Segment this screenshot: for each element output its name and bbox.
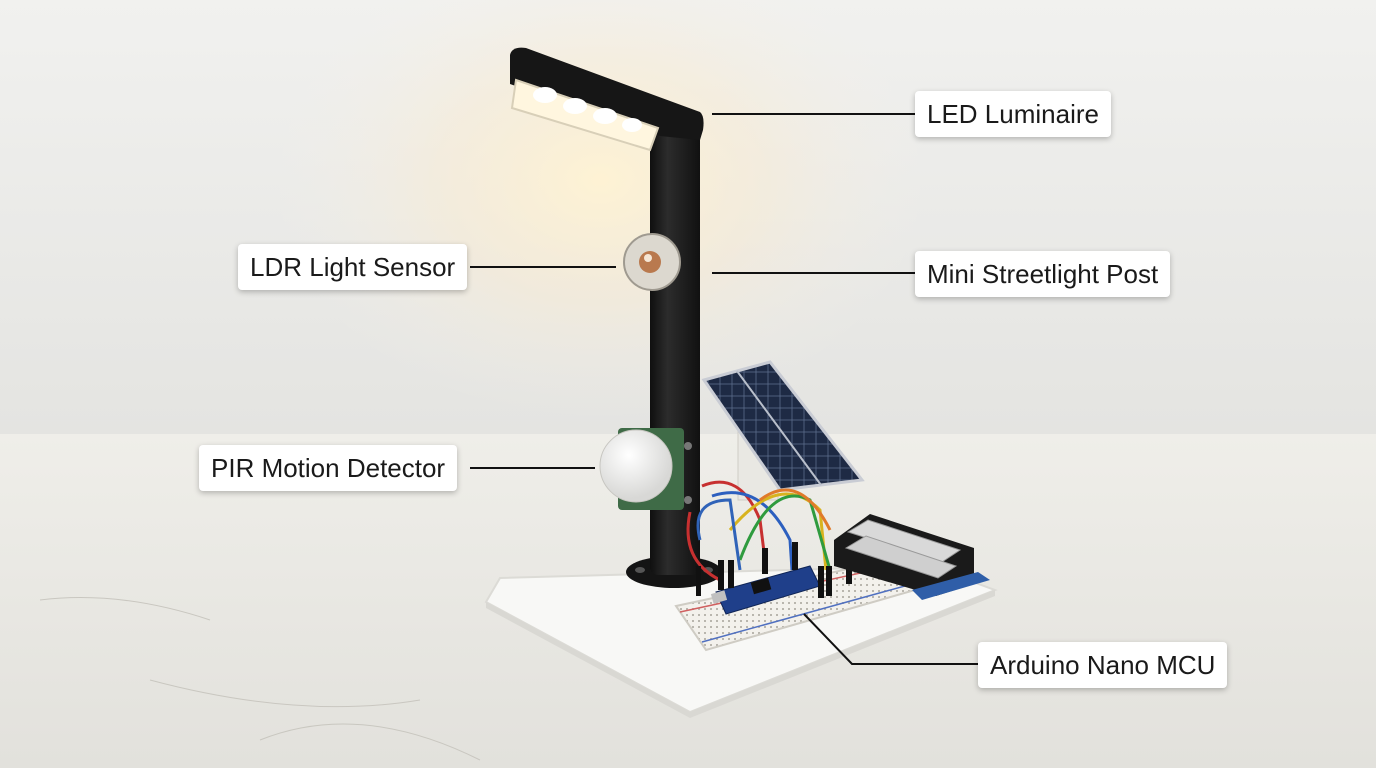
luminaire-head [510, 47, 704, 140]
led-bulb [563, 98, 587, 114]
label-pir-motion-detector: PIR Motion Detector [199, 445, 458, 491]
battery-pcb [912, 572, 990, 600]
led-bulb [533, 87, 557, 103]
breadboard-rail [701, 583, 913, 643]
label-led-luminaire: LED Luminaire [915, 91, 1111, 137]
ldr-sensor-cap [644, 254, 652, 262]
ldr-sensor-element [639, 251, 661, 273]
acrylic-base-edge [486, 590, 995, 718]
header-pins [696, 542, 852, 598]
table-scratch [39, 597, 481, 761]
battery-cell [844, 535, 958, 579]
pir-dome [599, 429, 673, 503]
jumper-wires [686, 480, 832, 582]
led-bulb [593, 108, 617, 124]
pir-screw [684, 442, 692, 450]
arduino-usb-port [710, 590, 728, 604]
flange-bolt [635, 567, 645, 573]
callout-line-arduino [803, 613, 978, 665]
label-ldr-light-sensor: LDR Light Sensor [238, 244, 468, 290]
lamp-glow [270, 0, 930, 420]
solar-panel-divider [736, 370, 822, 486]
arduino-chip [750, 577, 772, 595]
led-bulb [622, 118, 642, 132]
label-arduino-nano-mcu: Arduino Nano MCU [978, 642, 1228, 688]
callout-lines [470, 113, 978, 665]
solar-panel [701, 360, 865, 492]
pir-screw [684, 496, 692, 504]
label-mini-streetlight-post: Mini Streetlight Post [915, 251, 1171, 297]
